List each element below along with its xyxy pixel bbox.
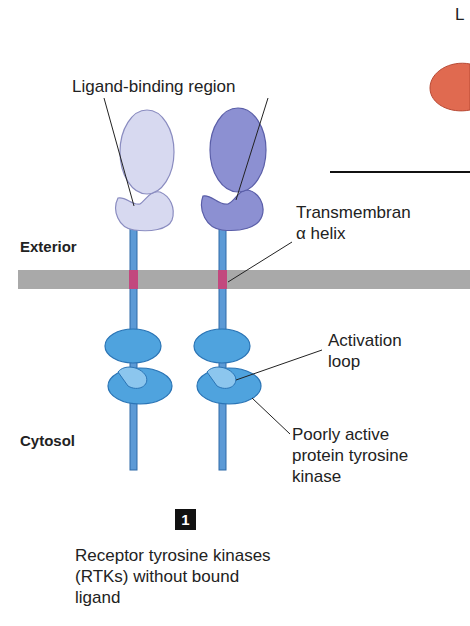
cut-label: L xyxy=(455,4,470,25)
kinase-domain xyxy=(105,329,172,404)
membrane-band xyxy=(18,270,470,289)
loop-label: Activation loop xyxy=(328,330,418,372)
figure-caption: Receptor tyrosine kinases (RTKs) without… xyxy=(75,545,275,608)
side-label: Cytosol xyxy=(20,430,120,451)
ligand-binding-domain xyxy=(202,108,266,230)
step-badge: 1 xyxy=(175,509,196,530)
kinase-label: Poorly active protein tyrosine kinase xyxy=(292,424,432,487)
region-label: Ligand-binding region xyxy=(72,76,332,97)
transmembrane-helix xyxy=(129,270,138,289)
transmembrane-helix xyxy=(218,270,227,289)
leader-lines xyxy=(104,98,322,434)
divider-line xyxy=(330,171,470,173)
side-label: Exterior xyxy=(20,236,120,257)
kinase-domain xyxy=(194,329,261,404)
ligand-shape xyxy=(430,63,470,111)
helix-label: Transmembran α helix xyxy=(296,202,416,244)
callout-number: 1 xyxy=(181,512,189,527)
